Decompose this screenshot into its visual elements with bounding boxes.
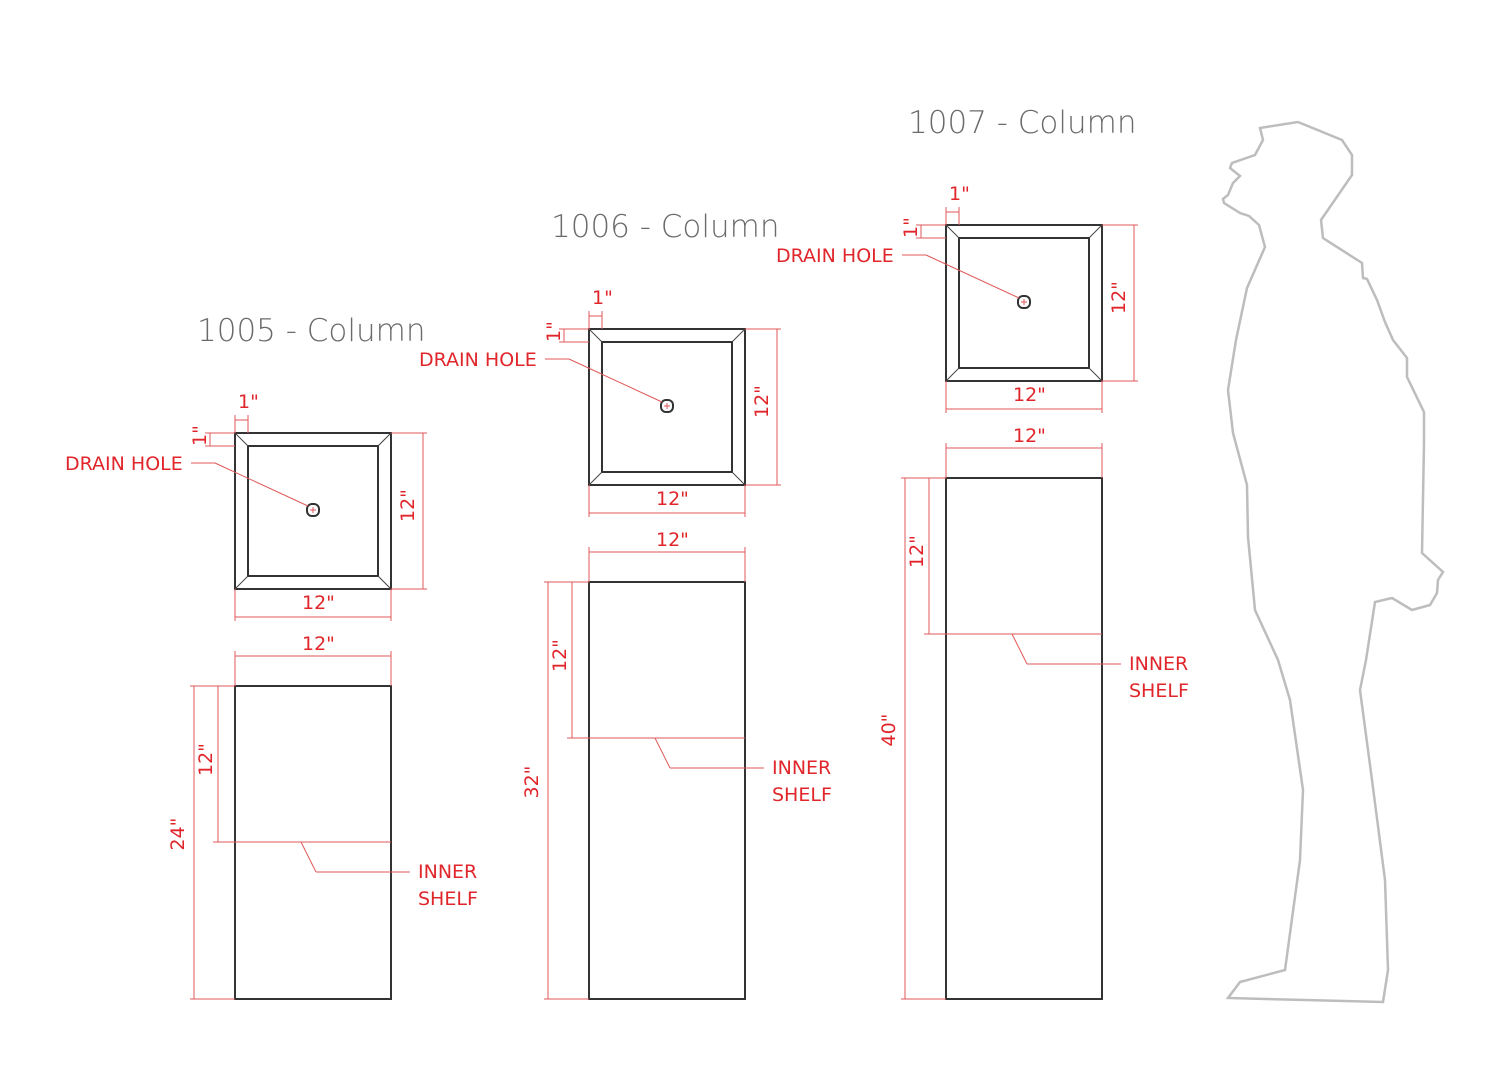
elevation-body xyxy=(588,581,746,1000)
inner-shelf-label: INNER xyxy=(1129,653,1188,675)
drain-hole-label: DRAIN HOLE xyxy=(65,453,183,475)
wall-thickness-label: 1" xyxy=(543,321,565,342)
top-view-outer xyxy=(588,328,746,486)
corner-line xyxy=(1088,224,1103,239)
wall-thickness-label: 1" xyxy=(900,217,922,238)
corner-line xyxy=(588,328,603,343)
corner-line xyxy=(945,224,960,239)
inner-shelf-label: SHELF xyxy=(1129,680,1189,702)
total-height-label: 40" xyxy=(878,714,900,747)
top-depth-label: 12" xyxy=(1108,281,1130,314)
elevation-width-label: 12" xyxy=(302,633,335,655)
drain-leader xyxy=(925,254,1020,299)
top-view-inner xyxy=(247,445,379,577)
drain-leader xyxy=(568,358,663,403)
inner-shelf-label: SHELF xyxy=(418,888,478,910)
top-view-outer xyxy=(234,432,392,590)
top-view-inner xyxy=(601,341,733,473)
top-depth-label: 12" xyxy=(397,489,419,522)
corner-line xyxy=(945,367,960,382)
inner-shelf-label: SHELF xyxy=(772,784,832,806)
shelf-leader xyxy=(300,841,317,873)
top-width-label: 12" xyxy=(1013,384,1046,406)
corner-line xyxy=(588,471,603,486)
shelf-height-label: 12" xyxy=(549,639,571,672)
elevation-body xyxy=(945,477,1103,1000)
corner-line xyxy=(377,432,392,447)
corner-line xyxy=(234,432,249,447)
column-title: 1007 - Column xyxy=(908,105,1137,141)
inner-shelf-label: INNER xyxy=(418,861,477,883)
top-width-label: 12" xyxy=(656,488,689,510)
elevation-width-label: 12" xyxy=(656,529,689,551)
shelf-height-label: 12" xyxy=(195,743,217,776)
corner-line xyxy=(234,575,249,590)
shelf-leader xyxy=(1011,633,1028,665)
corner-line xyxy=(377,575,392,590)
total-height-label: 24" xyxy=(167,818,189,851)
elevation-width-label: 12" xyxy=(1013,425,1046,447)
drain-hole-label: DRAIN HOLE xyxy=(776,245,894,267)
corner-line xyxy=(731,328,746,343)
wall-thickness-label: 1" xyxy=(238,391,259,413)
column-title: 1005 - Column xyxy=(197,313,426,349)
wall-thickness-label: 1" xyxy=(949,183,970,205)
top-view-outer xyxy=(945,224,1103,382)
shelf-leader xyxy=(654,737,671,769)
drain-hole-icon xyxy=(306,503,320,517)
inner-shelf-label: INNER xyxy=(772,757,831,779)
wall-thickness-label: 1" xyxy=(592,287,613,309)
corner-line xyxy=(731,471,746,486)
top-depth-label: 12" xyxy=(751,385,773,418)
total-height-label: 32" xyxy=(521,766,543,799)
top-width-label: 12" xyxy=(302,592,335,614)
drain-hole-label: DRAIN HOLE xyxy=(419,349,537,371)
drain-hole-icon xyxy=(660,399,674,413)
column-title: 1006 - Column xyxy=(551,209,780,245)
wall-thickness-label: 1" xyxy=(189,425,211,446)
corner-line xyxy=(1088,367,1103,382)
top-view-inner xyxy=(958,237,1090,369)
shelf-height-label: 12" xyxy=(906,535,928,568)
drain-leader xyxy=(214,462,309,507)
human-scale-silhouette xyxy=(1221,120,1445,1004)
drain-hole-icon xyxy=(1017,295,1031,309)
